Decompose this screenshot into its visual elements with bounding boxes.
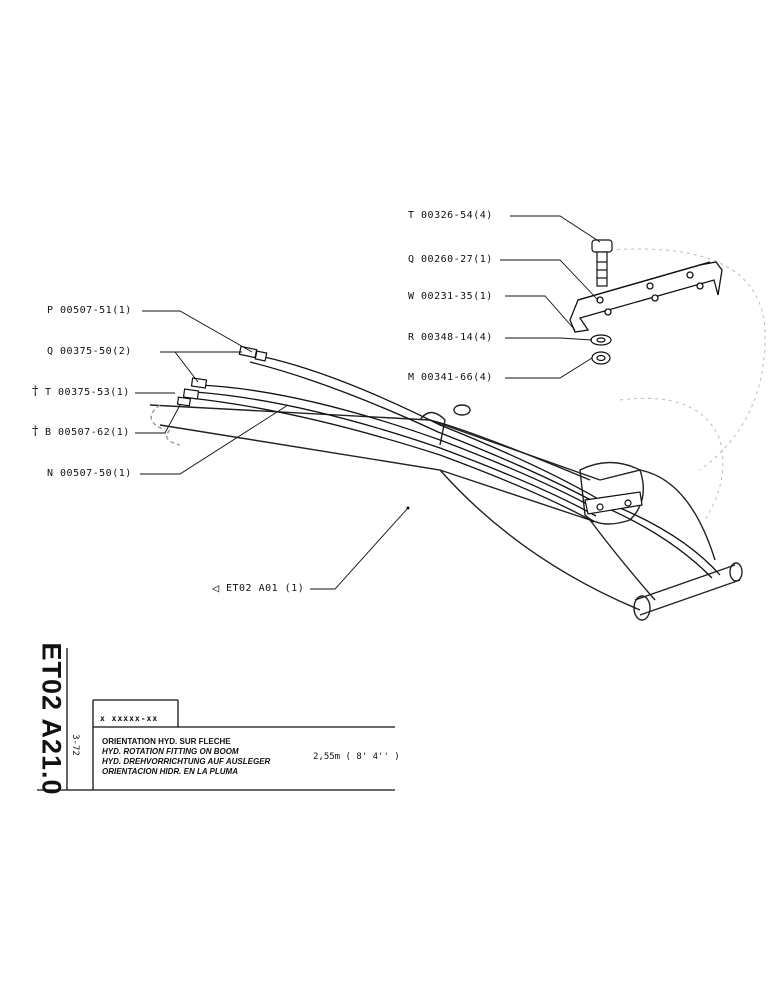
leader-lines — [135, 215, 601, 590]
label-t-bolt: T 00326-54(4) — [408, 210, 493, 221]
label-boom: ET02 A01 (1) — [226, 583, 305, 594]
label-q-union: Q 00375-50(2) — [47, 346, 132, 357]
u-bracket — [569, 261, 723, 333]
desc-en: HYD. ROTATION FITTING ON BOOM — [102, 747, 239, 756]
dagger-b-hose: † — [32, 424, 39, 439]
sheet-code: ET02 A21.0 — [36, 642, 67, 796]
dagger-t-union: † — [32, 384, 39, 399]
label-r-washer: R 00348-14(4) — [408, 332, 493, 343]
label-q-bracket: Q 00260-27(1) — [408, 254, 493, 265]
desc-de: HYD. DREHVORRICHTUNG AUF AUSLEGER — [102, 757, 271, 766]
desc-fr: ORIENTATION HYD. SUR FLECHE — [102, 737, 231, 746]
boom-clamp — [584, 491, 643, 515]
desc-es: ORIENTACION HIDR. EN LA PLUMA — [102, 767, 238, 776]
label-t-union: T 00375-53(1) — [45, 387, 130, 398]
hose-bundle — [189, 354, 721, 579]
sheet-length: 2,55m ( 8' 4'' ) — [313, 752, 400, 762]
washers-nut — [590, 334, 612, 365]
label-n-hose: N 00507-50(1) — [47, 468, 132, 479]
sheet-descriptions: ORIENTATION HYD. SUR FLECHE HYD. ROTATIO… — [102, 737, 270, 777]
bolt — [591, 239, 613, 287]
boom-ref-symbol: ◁ — [212, 581, 220, 595]
sheet-date: 3-72 — [70, 734, 80, 756]
label-w-washer: W 00231-35(1) — [408, 291, 493, 302]
hose-fittings — [176, 345, 268, 407]
cab-silhouette — [609, 248, 766, 521]
boom-pointer-dot — [406, 506, 410, 510]
sheet-ref: x xxxxx-xx — [100, 714, 159, 723]
label-p-hose: P 00507-51(1) — [47, 305, 132, 316]
title-block-frame — [37, 648, 395, 791]
label-m-nut: M 00341-66(4) — [408, 372, 493, 383]
label-b-hose: B 00507-62(1) — [45, 427, 130, 438]
